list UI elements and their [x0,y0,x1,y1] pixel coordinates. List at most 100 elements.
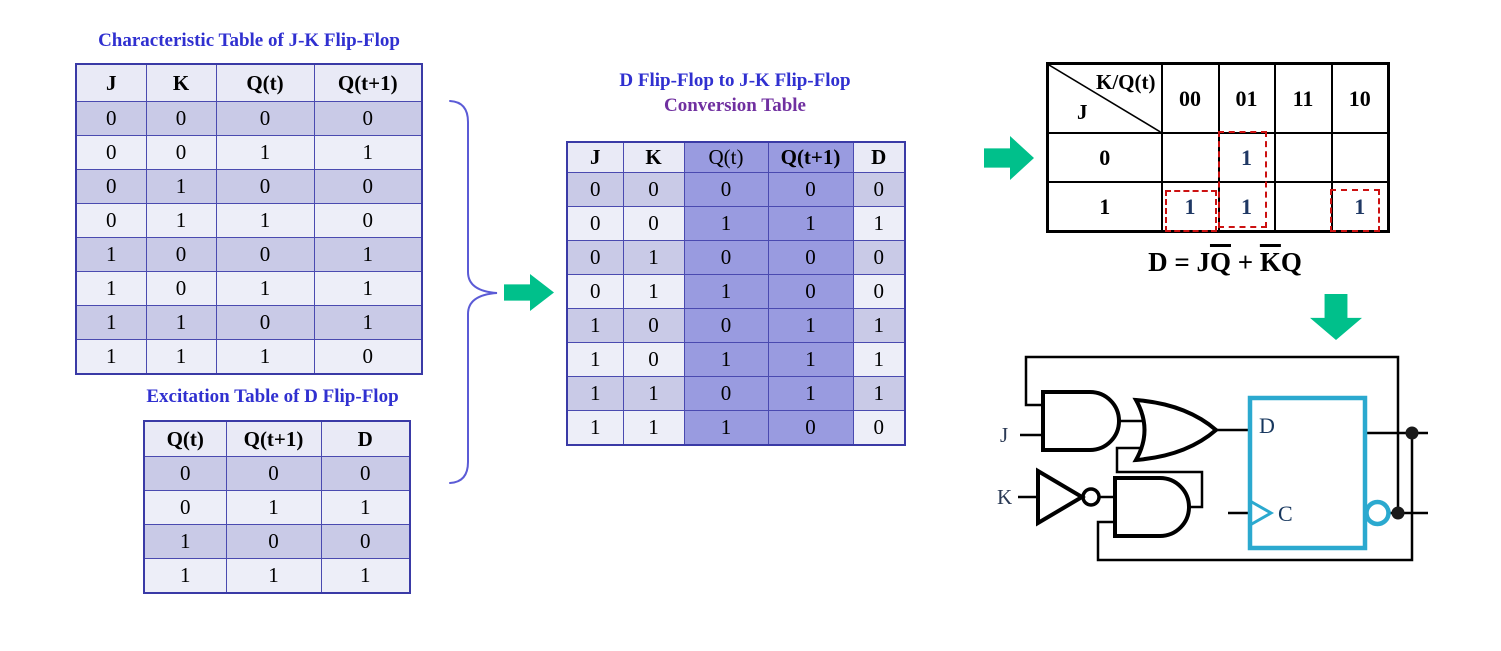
table-cell: 0 [683,308,769,343]
table-cell: 0 [215,169,315,204]
d-flipflop-box [1247,395,1368,551]
kmap-diagonal-line [1049,65,1161,132]
column-header: K [145,63,217,102]
table-cell: 0 [566,274,624,309]
table-cell: 0 [320,456,411,491]
junction-dot-q [1405,426,1419,440]
table-cell: 0 [683,172,769,207]
table-cell: 1 [75,305,147,340]
table-cell: 0 [767,240,854,275]
table-cell: 0 [75,203,147,238]
not-gate [1036,467,1086,527]
table-cell: 1 [767,206,854,241]
kmap-corner-cell: K/Q(t) J [1046,62,1163,134]
label-c: C [1278,501,1293,526]
table-cell: 1 [767,376,854,411]
kmap-col-header: 01 [1217,62,1276,134]
table-cell: 0 [622,308,685,343]
junction-dot-qbar [1391,506,1405,520]
label-d: D [1259,413,1275,438]
table-header-row: Q(t)Q(t+1)D [143,420,411,457]
kmap-col-header: 00 [1160,62,1220,134]
table-cell: 0 [767,410,854,446]
table-cell: 1 [215,203,315,238]
table-cell: 1 [225,558,322,594]
column-header: Q(t) [215,63,315,102]
column-header: J [75,63,147,102]
table-cell: 1 [767,342,854,377]
table-cell: 0 [566,206,624,241]
table-cell: 1 [75,339,147,375]
conversion-table-title: D Flip-Flop to J-K Flip-Flop Conversion … [560,68,910,118]
table-cell: 0 [622,206,685,241]
table-cell: 1 [566,376,624,411]
and-gate-top [1041,390,1121,452]
table-cell: 0 [225,524,322,559]
table-cell: 0 [313,169,423,204]
table-cell: 0 [215,237,315,272]
circuit-labels: J K D C [997,413,1293,526]
table-cell: 1 [622,376,685,411]
table-cell: 0 [145,271,217,306]
table-cell: 1 [622,274,685,309]
jk-from-d-circuit: J K D C [997,355,1428,562]
table-cell: 0 [566,240,624,275]
table-cell: 1 [683,274,769,309]
table-cell: 1 [683,206,769,241]
kmap-cell [1273,132,1333,183]
column-header: D [320,420,411,457]
table-cell: 1 [767,308,854,343]
kmap-group-outline [1330,189,1380,232]
equation-part: Q [1280,247,1302,277]
table-cell: 0 [145,135,217,170]
table-cell: 0 [143,490,227,525]
table-cell: 1 [320,558,411,594]
table-cell: 0 [683,240,769,275]
table-cell: 1 [143,524,227,559]
equation-part: D = J [1148,247,1210,277]
characteristic-table-title: Characteristic Table of J-K Flip-Flop [98,30,400,51]
table-cell: 0 [852,410,906,446]
table-cell: 1 [313,271,423,306]
table-cell: 0 [145,237,217,272]
table-cell: 0 [852,172,906,207]
table-cell: 1 [852,308,906,343]
kmap-cell [1160,132,1220,183]
column-header: Q(t) [683,141,769,173]
table-cell: 1 [566,410,624,446]
table-cell: 0 [225,456,322,491]
table-cell: 0 [75,169,147,204]
kmap-corner-row-label: J [1077,100,1088,124]
table-cell: 1 [683,410,769,446]
table-cell: 0 [313,339,423,375]
table-cell: 1 [622,240,685,275]
label-j: J [1000,423,1008,447]
table-cell: 1 [75,271,147,306]
table-cell: 0 [683,376,769,411]
column-header: D [852,141,906,173]
table-cell: 1 [683,342,769,377]
table-cell: 0 [622,342,685,377]
column-header: K [622,141,685,173]
table-cell: 0 [143,456,227,491]
kmap-col-header: 10 [1330,62,1390,134]
wire-and2-to-or [1115,446,1204,509]
kmap-col-header: 11 [1273,62,1333,134]
table-cell: 1 [852,376,906,411]
